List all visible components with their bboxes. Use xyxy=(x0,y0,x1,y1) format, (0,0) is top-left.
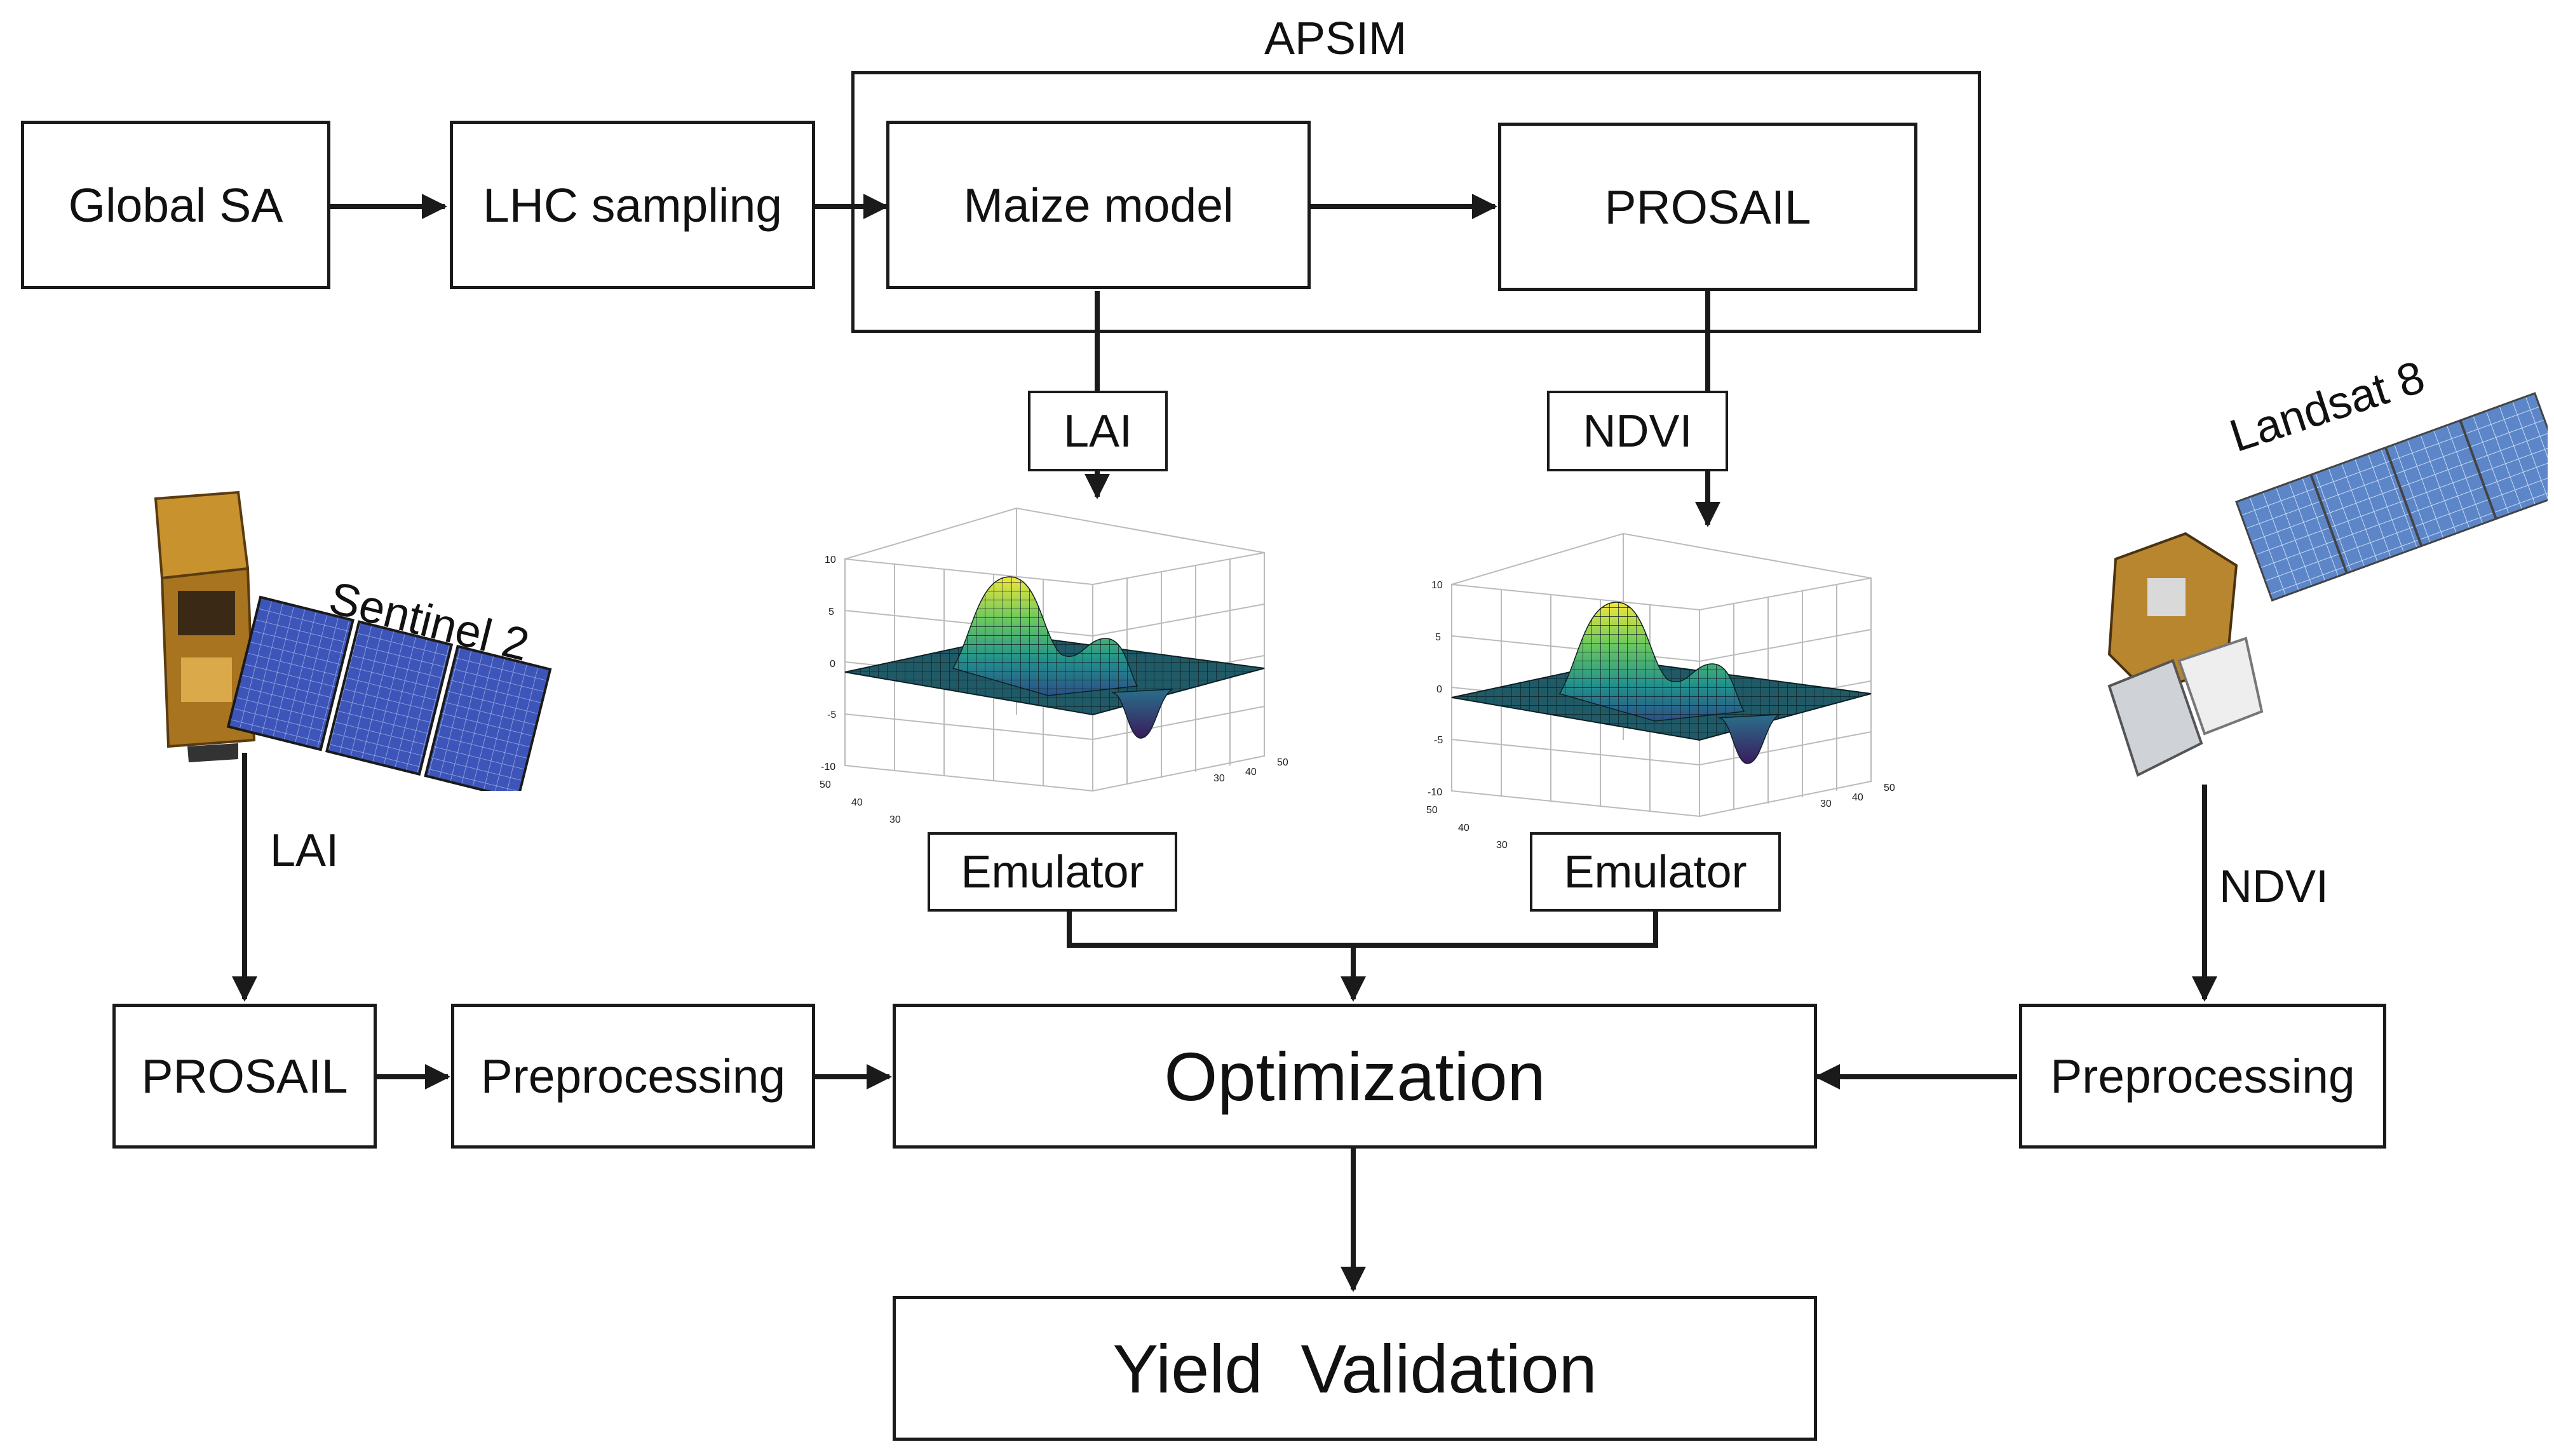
maize-model-box: Maize model xyxy=(886,121,1311,289)
ztick-5: 5 xyxy=(828,607,834,617)
ztick-neg10: -10 xyxy=(821,762,835,772)
emulator-left-tag: Emulator xyxy=(928,832,1177,912)
yield-validation-box: Yield Validation xyxy=(893,1296,1817,1441)
line-emulators-merge xyxy=(1067,912,1658,948)
dtick-30: 30 xyxy=(889,814,901,825)
ztick-neg5: -5 xyxy=(1434,735,1443,746)
sentinel-body xyxy=(154,490,256,762)
landsat-8-satellite xyxy=(2090,388,2554,807)
wtick-50: 50 xyxy=(1884,783,1895,793)
lai-side-label: LAI xyxy=(270,825,339,876)
wtick-50: 50 xyxy=(1277,757,1288,768)
sentinel-2-satellite xyxy=(143,473,588,800)
sentinel-solar-panel xyxy=(226,595,552,800)
preprocessing-left-box: Preprocessing xyxy=(451,1004,815,1149)
wtick-30: 30 xyxy=(1820,799,1832,809)
emulator-right-tag: Emulator xyxy=(1530,832,1781,912)
prosail-left-box: PROSAIL xyxy=(112,1004,377,1149)
wtick-40: 40 xyxy=(1852,792,1863,803)
lhc-sampling-box: LHC sampling xyxy=(450,121,815,289)
ndvi-tag: NDVI xyxy=(1547,391,1728,471)
ztick-0: 0 xyxy=(1436,684,1442,695)
dtick-50: 50 xyxy=(820,779,831,790)
lai-tag: LAI xyxy=(1028,391,1168,471)
optimization-box: Optimization xyxy=(893,1004,1817,1149)
ztick-0: 0 xyxy=(830,659,835,670)
preprocessing-right-box: Preprocessing xyxy=(2019,1004,2386,1149)
ztick-neg5: -5 xyxy=(827,710,836,720)
ztick-10: 10 xyxy=(825,555,836,565)
ndvi-side-label: NDVI xyxy=(2219,861,2329,912)
apsim-group-frame xyxy=(851,71,1981,333)
global-sa-box: Global SA xyxy=(21,121,330,289)
dtick-40: 40 xyxy=(851,797,863,808)
ztick-neg10: -10 xyxy=(1428,787,1442,798)
dtick-30: 30 xyxy=(1496,840,1508,851)
ztick-5: 5 xyxy=(1435,632,1441,643)
surface-dip xyxy=(1111,689,1174,739)
ztick-10: 10 xyxy=(1431,580,1443,591)
wtick-40: 40 xyxy=(1245,767,1257,778)
surface-dip xyxy=(1718,714,1781,764)
dtick-50: 50 xyxy=(1426,805,1438,816)
landsat-body xyxy=(2107,532,2264,777)
apsim-label: APSIM xyxy=(1264,13,1407,64)
dtick-40: 40 xyxy=(1458,823,1470,833)
prosail-top-box: PROSAIL xyxy=(1498,123,1917,291)
wtick-30: 30 xyxy=(1213,773,1225,784)
surface-plot-right: 10 5 0 -5 -10 50 40 30 30 40 50 xyxy=(1414,527,1941,883)
surface-plot-left: 10 5 0 -5 -10 50 40 30 30 40 50 xyxy=(807,502,1334,858)
